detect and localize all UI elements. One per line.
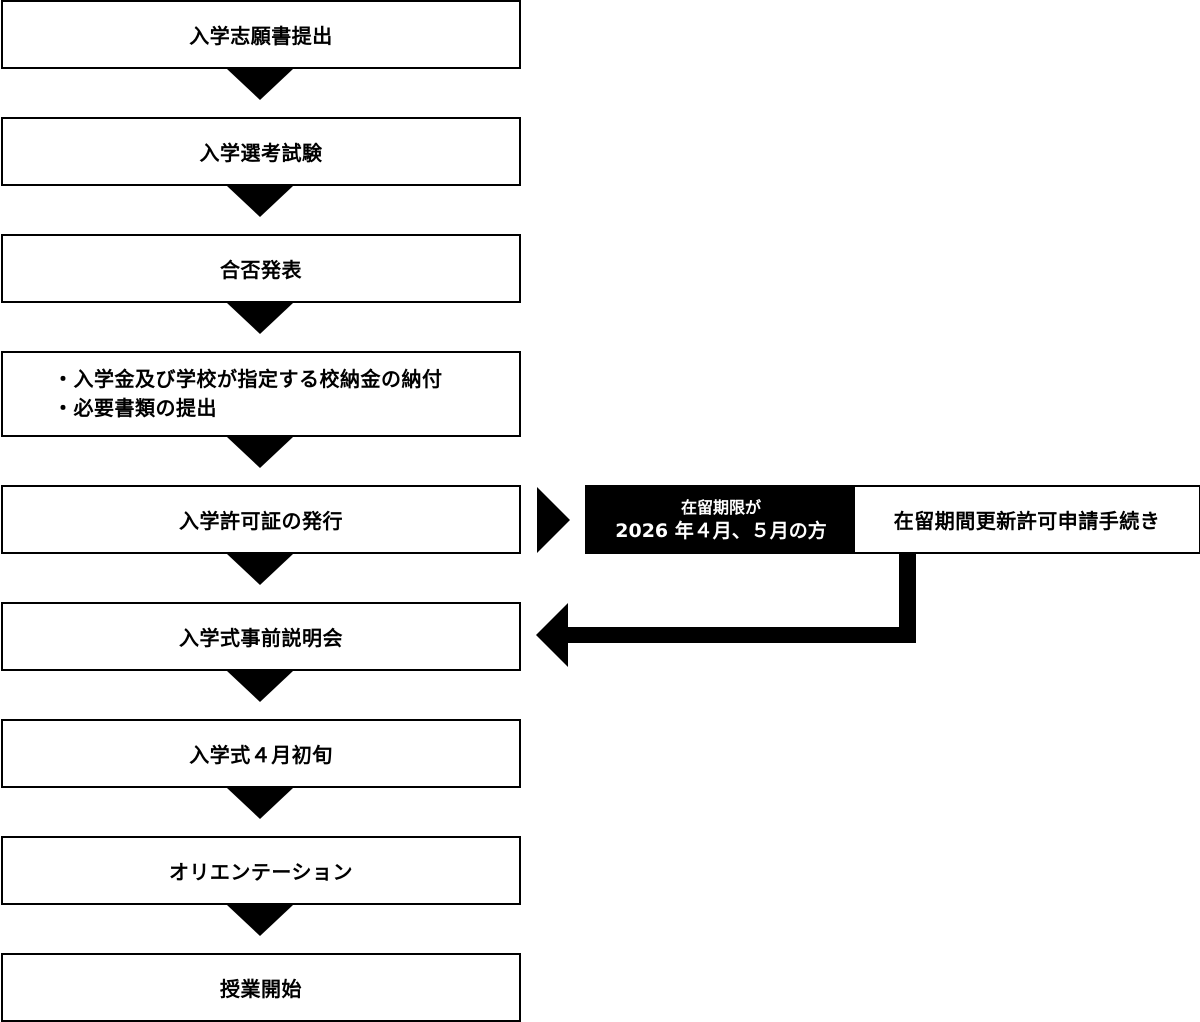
down-arrow-icon <box>227 671 293 702</box>
side-branch-condition: 在留期限が 2026 年４月、５月の方 <box>587 487 855 552</box>
flow-step-orientation: オリエンテーション <box>1 836 521 905</box>
down-arrow-icon <box>227 788 293 819</box>
flow-step-payment-documents: ・入学金及び学校が指定する校納金の納付 ・必要書類の提出 <box>1 351 521 437</box>
procedure-label: 在留期間更新許可申請手続き <box>893 509 1161 533</box>
down-arrow-icon <box>227 905 293 936</box>
down-arrow-icon <box>227 69 293 100</box>
step-line-payment: ・入学金及び学校が指定する校納金の納付 <box>53 367 443 391</box>
side-branch-procedure: 在留期間更新許可申請手続き <box>855 487 1199 552</box>
right-arrow-icon <box>537 487 570 553</box>
step-label: オリエンテーション <box>168 860 354 884</box>
step-label: 入学志願書提出 <box>189 24 333 48</box>
flow-step-pre-orientation: 入学式事前説明会 <box>1 602 521 671</box>
step-label: 授業開始 <box>220 977 302 1001</box>
down-arrow-icon <box>227 186 293 217</box>
condition-line-2: 2026 年４月、５月の方 <box>615 519 827 542</box>
side-branch-box: 在留期限が 2026 年４月、５月の方 在留期間更新許可申請手続き <box>585 485 1200 554</box>
down-arrow-icon <box>227 437 293 468</box>
down-arrow-icon <box>227 554 293 585</box>
step-line-documents: ・必要書類の提出 <box>53 396 217 420</box>
flow-step-classes-start: 授業開始 <box>1 953 521 1022</box>
condition-line-1: 在留期限が <box>680 497 761 517</box>
flow-step-entrance-exam: 入学選考試験 <box>1 117 521 186</box>
step-label: 入学選考試験 <box>199 141 323 165</box>
step-label: 入学許可証の発行 <box>179 509 343 533</box>
return-connector-vertical <box>899 552 916 643</box>
return-connector-horizontal <box>567 627 916 643</box>
step-label: 入学式４月初旬 <box>189 743 333 767</box>
flow-step-admission-permit: 入学許可証の発行 <box>1 485 521 554</box>
step-label: 合否発表 <box>220 258 302 282</box>
flow-step-application: 入学志願書提出 <box>1 0 521 69</box>
flow-step-results: 合否発表 <box>1 234 521 303</box>
down-arrow-icon <box>227 303 293 334</box>
left-arrow-icon <box>536 603 568 667</box>
step-label: 入学式事前説明会 <box>179 626 343 650</box>
flow-step-entrance-ceremony: 入学式４月初旬 <box>1 719 521 788</box>
